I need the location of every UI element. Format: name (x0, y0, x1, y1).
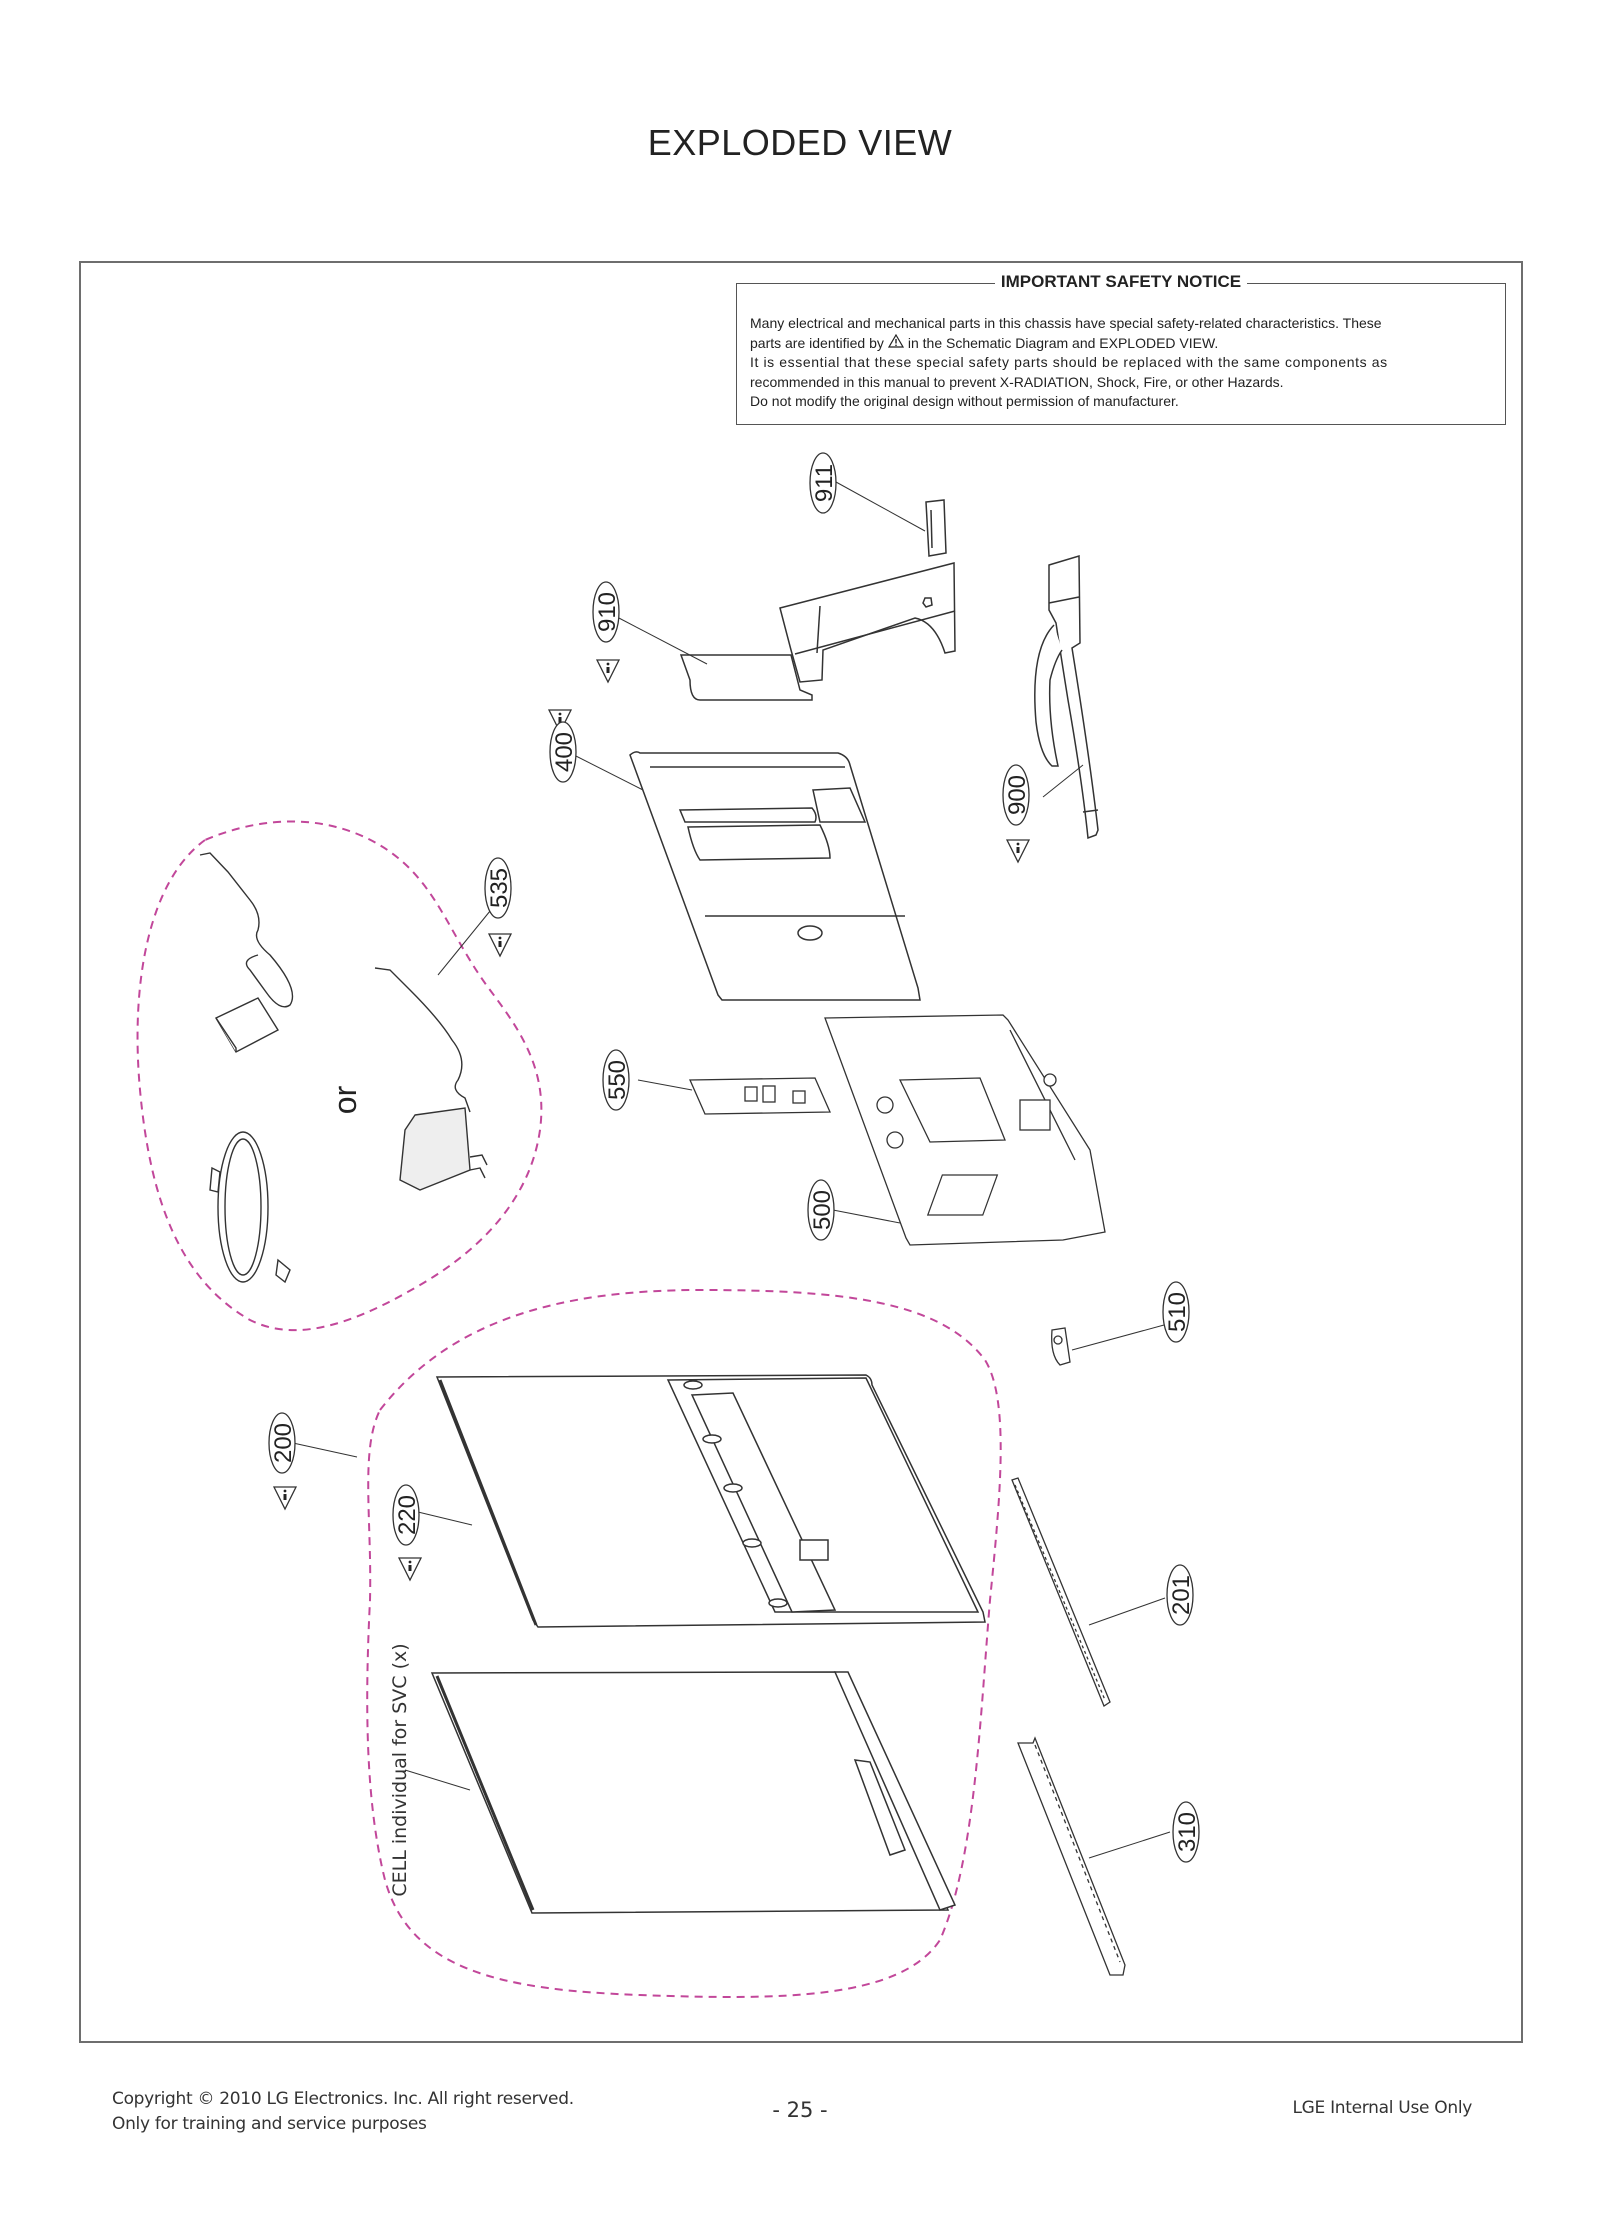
svg-text:510: 510 (1164, 1292, 1191, 1332)
callout-550: 550 (602, 1049, 631, 1111)
safety-notice-line: recommended in this manual to prevent X-… (750, 373, 1284, 390)
part-500-chassis (824, 1014, 1106, 1246)
part-510-bracket (1051, 1327, 1071, 1366)
callout-220: 220 (392, 1484, 421, 1546)
diagram-frame (79, 261, 1523, 2043)
safety-notice-body: Many electrical and mechanical parts in … (750, 314, 1492, 412)
svg-text:201: 201 (1168, 1575, 1195, 1615)
callout-510: 510 (1162, 1281, 1191, 1343)
callout-535: 535 (484, 857, 513, 919)
part-911-cap (925, 499, 947, 557)
safety-warning-icon-535 (487, 932, 513, 958)
or-label: or (327, 1085, 363, 1114)
svg-text:500: 500 (809, 1190, 836, 1230)
callout-911: 911 (809, 452, 838, 514)
part-cell-panel (430, 1671, 957, 1914)
callout-310: 310 (1172, 1801, 1201, 1863)
callout-200: 200 (268, 1412, 297, 1474)
callout-500: 500 (807, 1179, 836, 1241)
safety-notice-title: IMPORTANT SAFETY NOTICE (994, 272, 1248, 291)
page-title: EXPLODED VIEW (647, 122, 953, 163)
part-201-bar (1011, 1477, 1111, 1707)
svg-text:200: 200 (270, 1423, 297, 1463)
safety-notice-line: Do not modify the original design withou… (750, 393, 1179, 409)
panel-group-outline (366, 1288, 1002, 1998)
svg-text:550: 550 (604, 1060, 631, 1100)
safety-warning-icon-900 (1005, 838, 1031, 864)
safety-warning-icon-200 (272, 1485, 298, 1511)
page-number: - 25 - (772, 2098, 828, 2122)
copyright-line: Only for training and service purposes (112, 2114, 427, 2134)
callout-900: 900 (1002, 764, 1031, 826)
callout-400: 400 (549, 721, 578, 783)
part-910-stand-neck (679, 562, 956, 701)
svg-text:310: 310 (1174, 1812, 1201, 1852)
ac-adapter-brick (199, 852, 294, 1053)
callout-leaders (292, 481, 1171, 1859)
svg-text:220: 220 (394, 1495, 421, 1535)
part-550-pcb (689, 1077, 831, 1115)
safety-notice-line: It is essential that these special safet… (750, 354, 1388, 370)
svg-text:900: 900 (1004, 775, 1031, 815)
callout-201: 201 (1166, 1564, 1195, 1626)
safety-notice-line: Many electrical and mechanical parts in … (750, 315, 1382, 331)
safety-warning-icon-910 (595, 658, 621, 684)
part-310-lower-cover (1017, 1736, 1126, 1976)
svg-text:910: 910 (594, 592, 621, 632)
cell-label: CELL individual for SVC (x) (389, 1643, 411, 1896)
safety-notice-box: IMPORTANT SAFETY NOTICE Many electrical … (736, 272, 1506, 425)
part-900-stand-arm (1034, 554, 1099, 840)
adapter-group-outline (136, 820, 543, 1332)
callout-910: 910 (592, 581, 621, 643)
footer-copyright: Copyright © 2010 LG Electronics. Inc. Al… (112, 2087, 574, 2137)
svg-text:535: 535 (486, 868, 513, 908)
safety-warning-icon-220 (397, 1556, 423, 1582)
svg-text:911: 911 (811, 464, 838, 502)
warning-triangle-icon (887, 333, 904, 354)
part-220-rear-frame (435, 1374, 986, 1628)
copyright-line: Copyright © 2010 LG Electronics. Inc. Al… (112, 2089, 574, 2109)
wall-adapter (374, 967, 488, 1191)
ac-power-cord (209, 1131, 291, 1284)
footer-classification: LGE Internal Use Only (1292, 2098, 1472, 2118)
part-400-back-cover (629, 751, 921, 1001)
svg-text:400: 400 (551, 732, 578, 772)
